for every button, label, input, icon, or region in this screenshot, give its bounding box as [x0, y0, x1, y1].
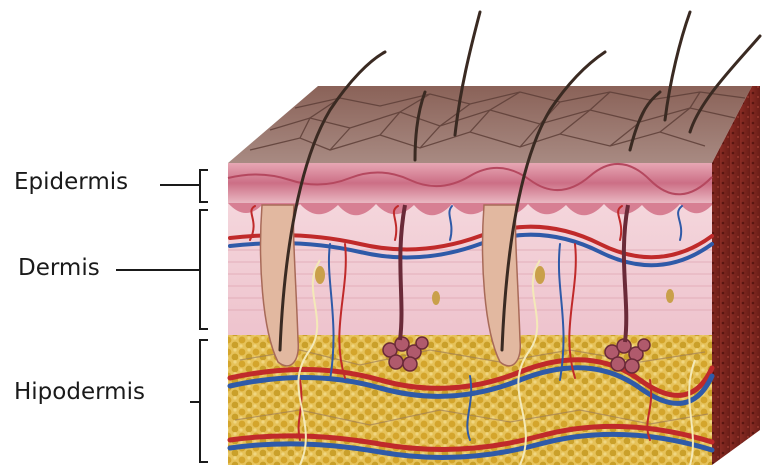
dermis-bracket	[200, 210, 208, 329]
dermis-layer	[228, 203, 712, 335]
skin-surface	[228, 86, 752, 163]
dermis-label: Dermis	[18, 257, 100, 280]
hypodermis-label: Hipodermis	[14, 381, 145, 404]
hypodermis-bracket	[200, 340, 208, 462]
epidermis-bracket	[200, 170, 208, 202]
epidermis-label: Epidermis	[14, 171, 128, 194]
layer-brackets	[116, 170, 208, 462]
